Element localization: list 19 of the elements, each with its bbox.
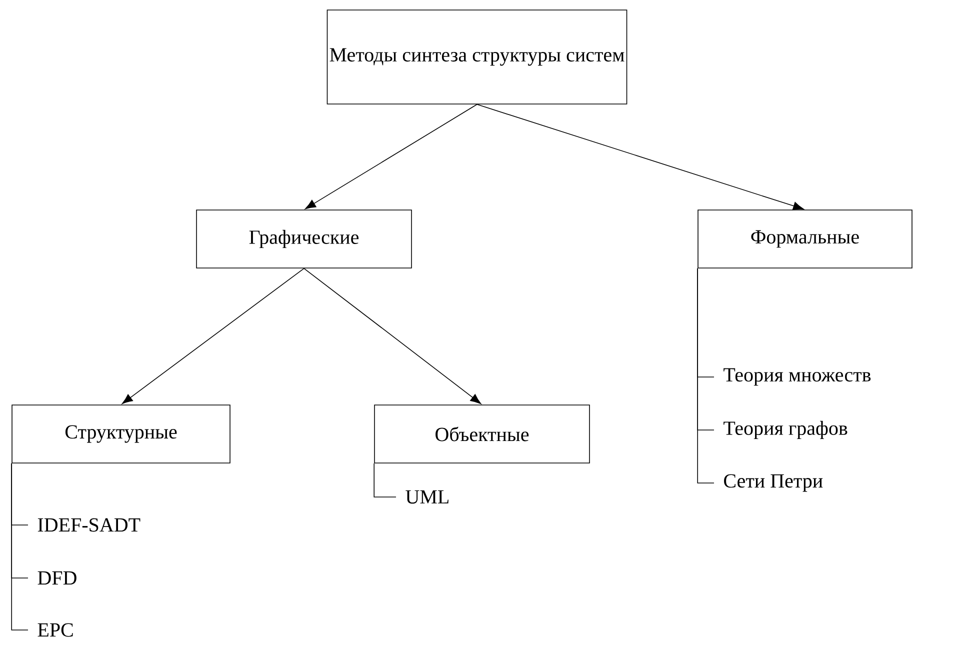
list-item: UML: [406, 490, 448, 504]
tree-line: [697, 268, 714, 484]
category-box: Методы синтеза структуры систем: [326, 10, 628, 104]
arrow: [122, 268, 304, 404]
category-box: Формальные: [698, 210, 912, 268]
list-item: IDEF-SADT: [38, 518, 140, 532]
arrow: [304, 268, 482, 404]
arrow: [476, 104, 804, 210]
category-box: Графические: [196, 210, 412, 268]
list-item: EPC: [38, 623, 73, 637]
list-item: Сети Петри: [724, 474, 823, 492]
category-box: Структурные: [12, 404, 230, 464]
arrow: [305, 104, 478, 210]
tree-line: [374, 463, 396, 498]
category-box: Объектные: [374, 404, 590, 464]
tree-line: [11, 463, 28, 630]
list-item: DFD: [38, 571, 76, 585]
list-item: Теория множеств: [724, 368, 871, 386]
list-item: Теория графов: [724, 420, 848, 440]
